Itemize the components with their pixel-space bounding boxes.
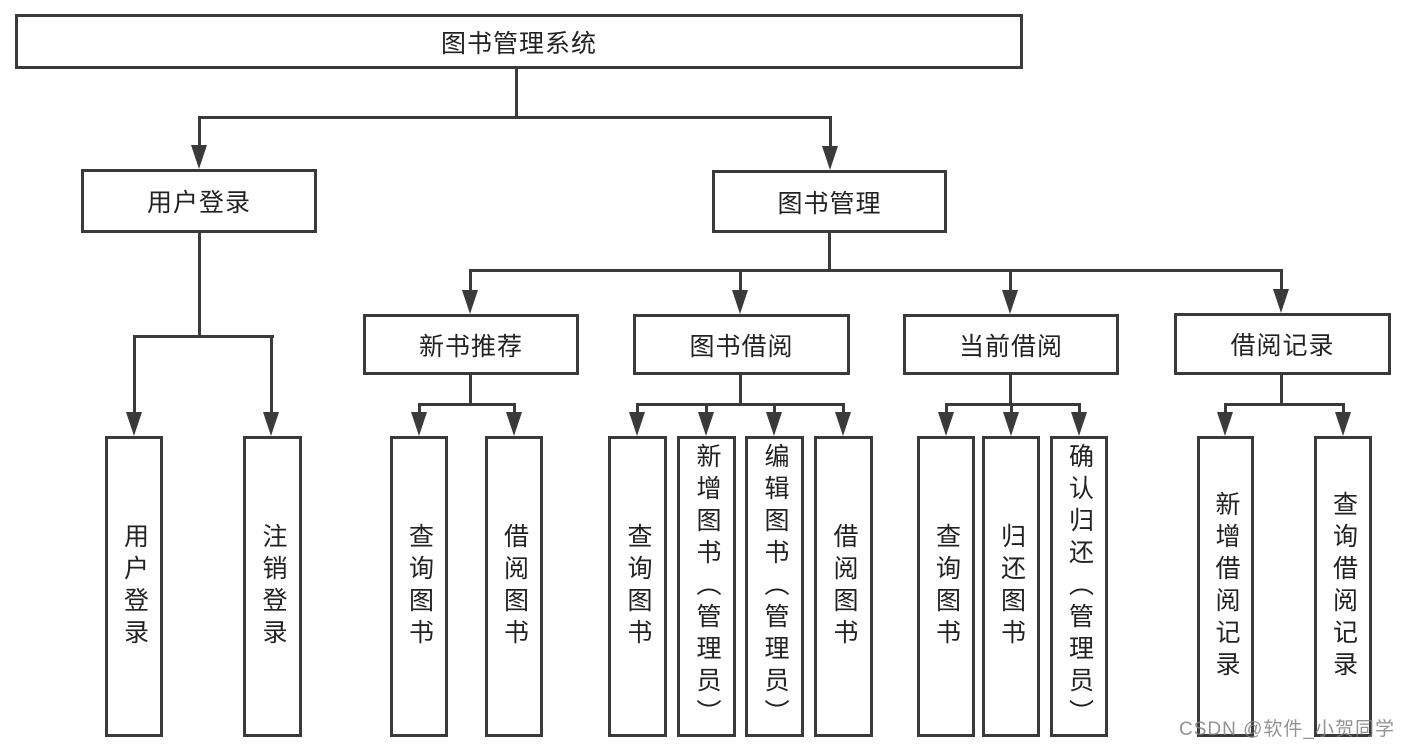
leaf-logout: 注销登录 [243,436,302,737]
node-book-management: 图书管理 [712,170,947,233]
arrowhead-borrow-books-2 [835,412,851,436]
leaf-add-borrow-record: 新增借阅记录 [1197,436,1254,737]
arrowhead-user-login [191,145,207,169]
arrowhead-add-record [1217,412,1233,436]
leaf-user-login-label: 用户登录 [120,522,149,651]
arrowhead-borrowing-records [1273,289,1289,313]
leaf-query-books-borrowing-label: 查询图书 [624,522,652,651]
edge-drop-leaf-logout [270,335,273,413]
node-user-login: 用户登录 [81,169,317,233]
leaf-borrow-books-borrowing-label: 借阅图书 [830,522,858,651]
leaf-return-books-label: 归还图书 [997,522,1026,651]
edge-current-borrowing-stem [1009,375,1012,406]
node-new-book-recommendation-label: 新书推荐 [418,332,523,361]
edge-drop-query-books-1 [418,403,421,414]
edge-book-management-split [469,269,1283,272]
edge-book-borrowing-stem [739,375,742,406]
node-user-login-label: 用户登录 [146,189,251,217]
edge-drop-return-books [1010,403,1013,414]
arrowhead-edit-books [766,412,782,436]
edge-drop-borrow-books-1 [513,403,516,414]
edge-drop-add-books [705,403,708,414]
edge-user-login-stem [198,233,201,338]
node-current-borrowing-label: 当前借阅 [958,332,1063,361]
edge-book-borrowing-split [636,403,845,406]
csdn-watermark: CSDN @软件_小贺同学 [1179,719,1395,740]
node-borrowing-records-label: 借阅记录 [1230,332,1335,360]
leaf-query-books-recommend-label: 查询图书 [405,522,434,651]
leaf-add-books-admin: 新增图书（管理员） [677,436,736,737]
edge-book-management-stem [828,233,831,272]
node-borrowing-records: 借阅记录 [1174,313,1391,375]
arrowhead-book-management [822,146,838,170]
arrowhead-current-borrowing [1002,290,1018,314]
leaf-borrow-books-recommend-label: 借阅图书 [500,522,529,651]
arrowhead-borrow-books-1 [506,412,522,436]
leaf-query-borrow-record-label: 查询借阅记录 [1329,490,1358,683]
edge-new-book-stem [469,375,472,406]
node-root-label: 图书管理系统 [440,29,597,58]
node-current-borrowing: 当前借阅 [903,314,1119,375]
edge-borrowing-records-stem [1280,375,1283,406]
edge-drop-add-record [1224,403,1227,414]
arrowhead-query-books-3 [938,412,954,436]
edge-new-book-split [418,403,516,406]
node-book-borrowing: 图书借阅 [633,314,850,375]
edge-current-borrowing-split [945,403,1081,406]
arrowhead-new-book [462,290,478,314]
edge-drop-book-borrowing [739,269,742,292]
arrowhead-return-books [1003,412,1019,436]
arrowhead-query-record [1335,412,1351,436]
edge-user-login-split [133,335,274,338]
node-book-management-label: 图书管理 [777,189,882,218]
arrowhead-leaf-logout [263,412,279,436]
leaf-user-login: 用户登录 [105,436,163,737]
leaf-add-books-admin-label: 新增图书（管理员） [693,442,721,731]
leaf-confirm-return-admin: 确认归还（管理员） [1050,436,1108,737]
leaf-borrow-books-borrowing: 借阅图书 [814,436,873,737]
edge-drop-query-books-2 [636,403,639,414]
edge-drop-query-books-3 [945,403,948,414]
arrowhead-book-borrowing [732,290,748,314]
edge-drop-confirm-return [1078,403,1081,414]
edge-root-stem [515,69,518,118]
edge-drop-query-record [1342,403,1345,414]
edge-drop-user-login [198,116,201,147]
arrowhead-query-books-2 [629,412,645,436]
leaf-edit-books-admin-label: 编辑图书（管理员） [761,442,789,731]
node-book-borrowing-label: 图书借阅 [689,332,794,361]
arrowhead-query-books-1 [411,412,427,436]
arrowhead-add-books [698,412,714,436]
leaf-query-borrow-record: 查询借阅记录 [1314,436,1372,737]
arrowhead-confirm-return [1071,412,1087,436]
leaf-confirm-return-admin-label: 确认归还（管理员） [1065,442,1094,731]
leaf-return-books: 归还图书 [982,436,1040,737]
leaf-add-borrow-record-label: 新增借阅记录 [1212,490,1240,683]
edge-drop-book-management [829,116,832,148]
leaf-query-books-recommend: 查询图书 [390,436,448,737]
leaf-query-books-borrowing: 查询图书 [608,436,667,737]
leaf-query-books-current: 查询图书 [917,436,975,737]
node-root-system: 图书管理系统 [15,14,1023,69]
edge-drop-borrow-books-2 [842,403,845,414]
leaf-borrow-books-recommend: 借阅图书 [485,436,543,737]
leaf-logout-label: 注销登录 [259,522,287,651]
arrowhead-leaf-user-login [126,412,142,436]
leaf-query-books-current-label: 查询图书 [932,522,961,651]
edge-root-split [198,116,832,119]
edge-drop-edit-books [773,403,776,414]
edge-borrowing-records-split [1224,403,1345,406]
edge-drop-borrowing-records [1280,269,1283,292]
node-new-book-recommendation: 新书推荐 [363,314,579,375]
edge-drop-leaf-user-login [133,335,136,413]
leaf-edit-books-admin: 编辑图书（管理员） [745,436,804,737]
edge-drop-current-borrowing [1009,269,1012,292]
edge-drop-new-book [469,269,472,292]
